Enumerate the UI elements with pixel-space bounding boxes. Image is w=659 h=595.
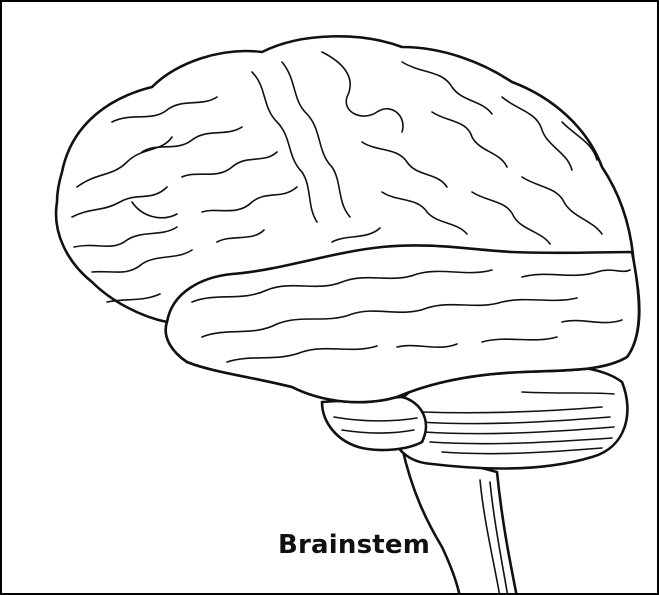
cerebrum <box>56 36 639 402</box>
brainstem-label: Brainstem <box>278 530 430 560</box>
pons <box>322 397 426 450</box>
